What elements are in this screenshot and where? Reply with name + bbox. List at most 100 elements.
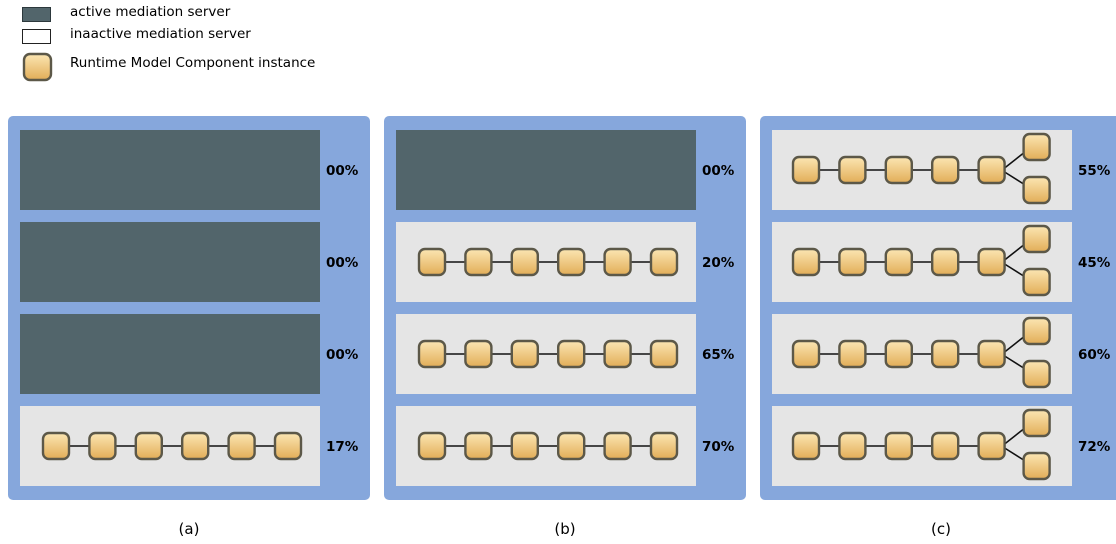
active-mediation-server: [396, 130, 696, 210]
scenario-caption: (a): [178, 520, 200, 538]
inactive-mediation-server: [772, 130, 1072, 210]
component-instance: [227, 431, 256, 461]
component-instance: [510, 431, 540, 461]
component-instance: [977, 155, 1006, 185]
component-instance: [273, 431, 303, 461]
component-link: [1004, 244, 1025, 261]
component-link: [1004, 428, 1025, 445]
component-instance: [884, 339, 914, 369]
server-load-label: 45%: [1078, 255, 1111, 271]
component-instance: [884, 431, 914, 461]
component-link: [1004, 263, 1025, 277]
component-instance: [977, 339, 1006, 369]
server-load-label: 65%: [702, 347, 735, 363]
component-instance: [1022, 132, 1051, 162]
component-instance: [1022, 175, 1051, 205]
component-graph: [41, 431, 303, 461]
component-instance: [134, 431, 164, 461]
component-instance: [88, 431, 117, 461]
component-graph: [417, 431, 679, 461]
component-instance: [649, 431, 679, 461]
scenario-caption: (b): [554, 520, 576, 538]
component-instance: [791, 431, 821, 461]
component-instance: [791, 247, 821, 277]
component-instance: [930, 339, 960, 369]
component-instance: [417, 339, 447, 369]
inactive-mediation-server: [772, 222, 1072, 302]
scenario-b: 00% 20% 65% 70% (b): [384, 116, 754, 538]
component-instance: [603, 339, 632, 369]
component-instance: [556, 339, 586, 369]
component-link: [1004, 171, 1025, 185]
component-instance: [1022, 359, 1051, 389]
component-instance: [838, 247, 867, 277]
server-load-label: 60%: [1078, 347, 1111, 363]
scenario-caption: (c): [931, 520, 951, 538]
component-instance: [1022, 451, 1051, 481]
component-instance: [884, 155, 914, 185]
server-load-label: 00%: [326, 347, 359, 363]
component-instance: [417, 247, 447, 277]
component-graph: [791, 408, 1051, 481]
component-instance: [1022, 267, 1051, 297]
server-load-label: 00%: [326, 163, 359, 179]
component-instance: [884, 247, 914, 277]
legend-label-component: Runtime Model Component instance: [70, 55, 316, 71]
component-link: [1004, 447, 1025, 461]
legend-label-active: active mediation server: [70, 4, 231, 20]
scenario-a: 00%00%00%17%(a): [8, 116, 378, 538]
active-server-swatch: [22, 7, 51, 22]
inactive-mediation-server: [772, 314, 1072, 394]
component-instance: [1022, 224, 1051, 254]
component-instance: [649, 247, 679, 277]
active-mediation-server: [20, 222, 320, 302]
inactive-mediation-server: [396, 406, 696, 486]
component-instance: [464, 431, 493, 461]
inactive-mediation-server: [772, 406, 1072, 486]
component-instance: [977, 247, 1006, 277]
component-link: [1004, 152, 1025, 169]
component-instance: [510, 247, 540, 277]
server-load-label: 17%: [326, 439, 359, 455]
component-instance: [930, 155, 960, 185]
server-load-label: 70%: [702, 439, 735, 455]
component-instance: [180, 431, 210, 461]
component-instance: [977, 431, 1006, 461]
inactive-mediation-server: [396, 222, 696, 302]
component-instance: [838, 339, 867, 369]
component-graph: [791, 132, 1051, 205]
component-instance: [41, 431, 71, 461]
inactive-server-swatch: [22, 29, 51, 44]
component-instance: [417, 431, 447, 461]
server-load-label: 00%: [702, 163, 735, 179]
inactive-mediation-server: [396, 314, 696, 394]
legend-label-inactive: inaactive mediation server: [70, 26, 251, 42]
component-instance: [791, 339, 821, 369]
server-load-label: 20%: [702, 255, 735, 271]
component-instance: [930, 431, 960, 461]
inactive-mediation-server: [20, 406, 320, 486]
component-instance: [791, 155, 821, 185]
component-instance: [649, 339, 679, 369]
component-instance: [838, 155, 867, 185]
server-load-label: 72%: [1078, 439, 1111, 455]
component-link: [1004, 336, 1025, 353]
component-instance: [510, 339, 540, 369]
component-instance: [464, 339, 493, 369]
component-graph: [791, 316, 1051, 389]
component-instance: [838, 431, 867, 461]
component-instance: [1022, 316, 1051, 346]
scenario-c: 55% 45% 60% 72% (c): [760, 116, 1116, 538]
component-instance: [603, 431, 632, 461]
component-graph: [417, 247, 679, 277]
server-load-label: 55%: [1078, 163, 1111, 179]
component-link: [1004, 355, 1025, 369]
component-graph: [791, 224, 1051, 297]
component-instance: [930, 247, 960, 277]
component-graph: [417, 339, 679, 369]
component-instance-icon: [22, 52, 53, 82]
active-mediation-server: [20, 314, 320, 394]
component-instance: [603, 247, 632, 277]
component-instance: [1022, 408, 1051, 438]
component-instance: [464, 247, 493, 277]
